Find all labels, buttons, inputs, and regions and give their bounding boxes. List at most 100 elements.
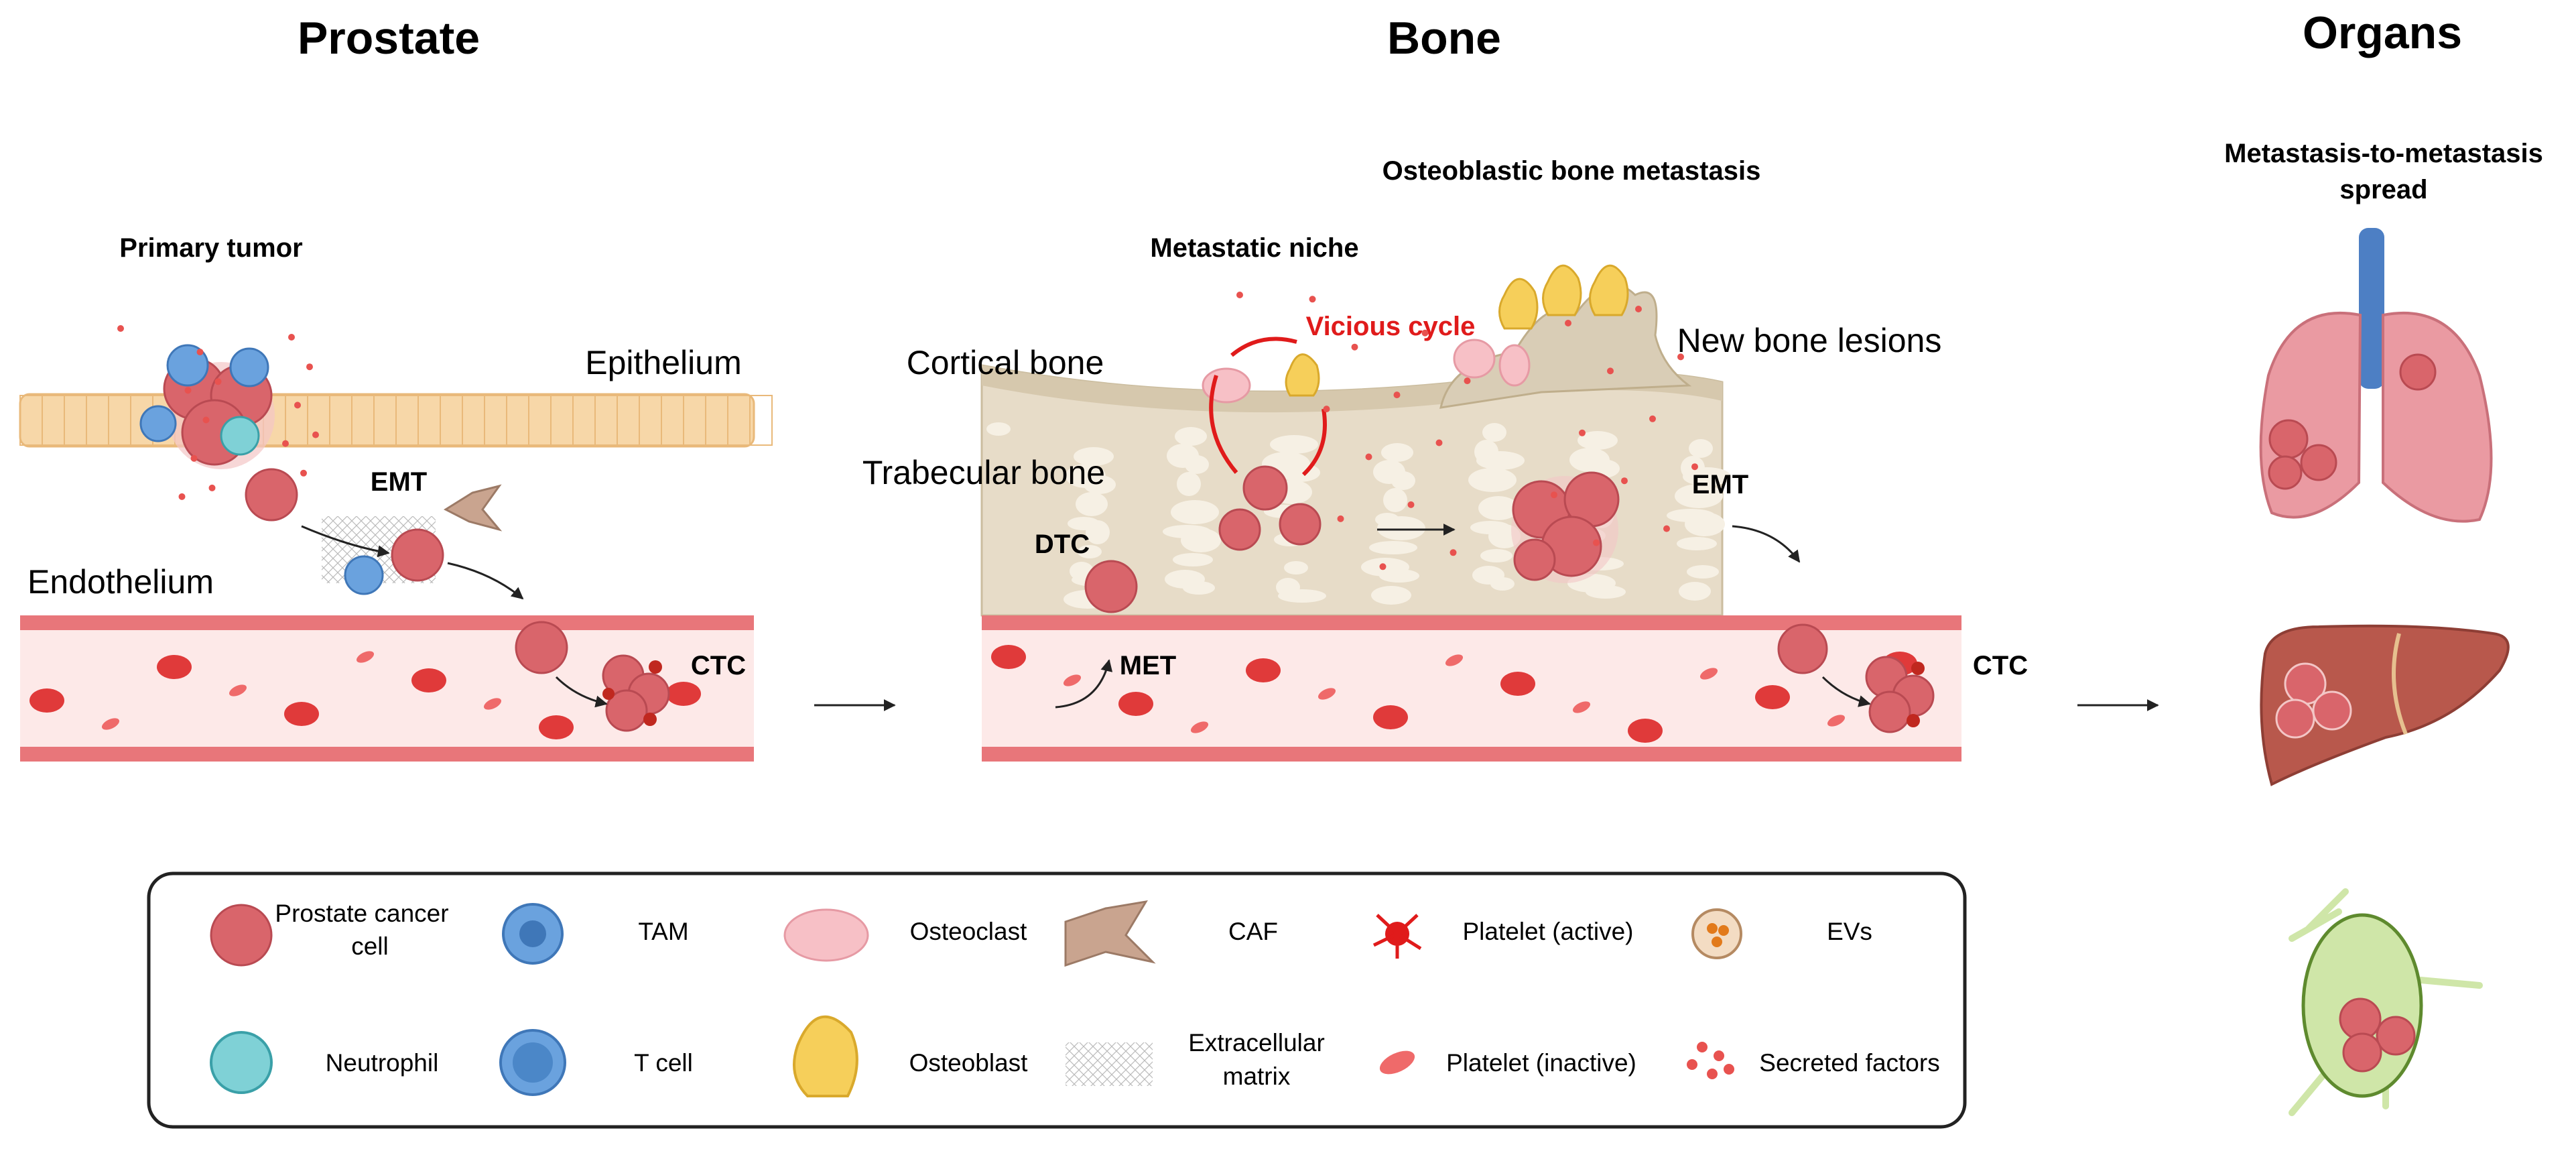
legend-item-neutrophil: Neutrophil [210, 1031, 439, 1094]
prostate-ctc-label: CTC [691, 651, 746, 680]
legend-label: cell [351, 932, 389, 960]
osteoblast [1285, 353, 1320, 397]
bone-secreted-factor-dots [1236, 292, 1698, 570]
secreted-factor [1649, 415, 1656, 422]
legend-label: Secreted factors [1759, 1049, 1939, 1077]
trabecular-pore [1171, 500, 1219, 524]
trabecular-pore [1569, 448, 1610, 472]
trabecular-pore [1470, 521, 1510, 534]
trabecular-pore [1383, 488, 1407, 512]
legend-item-osteoblast: Osteoblast [793, 1015, 1028, 1097]
red-blood-cell [1628, 719, 1663, 743]
trabecular-pore [1284, 561, 1308, 574]
secreted-factor [190, 455, 198, 462]
liver-organ [2260, 624, 2510, 786]
intravasating-cell [515, 621, 568, 674]
red-blood-cell [991, 645, 1026, 669]
trabecular-pore [1381, 443, 1413, 462]
epithelium-label: Epithelium [585, 344, 741, 381]
legend-label: Platelet (inactive) [1446, 1049, 1636, 1077]
trabecular-pore [1076, 492, 1108, 516]
trabecular-pore [1068, 517, 1100, 530]
new-bone-lesions-label: New bone lesions [1677, 322, 1942, 359]
secreted-factor [1450, 549, 1457, 556]
legend-item-secreted-factors: Secreted factors [1687, 1042, 1940, 1079]
bone-blood-vessel [982, 615, 1961, 762]
legend-item-osteoclast: Osteoclast [783, 908, 1028, 962]
secreted-factor [1421, 329, 1429, 337]
trabecular-pore [1371, 586, 1411, 605]
secreted-factor-dots [117, 325, 319, 500]
platelet-inactive [1445, 654, 1464, 666]
legend-label: Osteoclast [910, 918, 1028, 945]
secreted-factor [1379, 563, 1387, 570]
vicious-cycle-label: Vicious cycle [1306, 312, 1476, 341]
red-blood-cell [539, 715, 574, 739]
platelet-inactive [1572, 701, 1591, 713]
trabecular-pore [1165, 570, 1205, 589]
trabecular-pore [1675, 484, 1723, 508]
trabecular-pore [1173, 553, 1213, 566]
legend-item-platelet-active: Platelet (active) [1372, 914, 1634, 959]
secreted-factor [1393, 391, 1401, 399]
primary-tumor-cluster [139, 344, 275, 469]
vicious-cycle-arc-right [1301, 408, 1327, 477]
ctc-cluster [602, 654, 670, 732]
lymph-node-organ [2289, 888, 2483, 1116]
prostate-title: Prostate [298, 13, 480, 64]
legend-item-extracellular-matrix: Extracellular matrix [1066, 1029, 1325, 1090]
trabecular-pore [1677, 537, 1717, 550]
secreted-factor [1435, 439, 1443, 446]
primary-tumor-label: Primary tumor [119, 233, 302, 263]
tam-cell [344, 555, 384, 595]
platelet-inactive [483, 698, 502, 710]
trabecular-pore [1689, 439, 1713, 458]
red-blood-cell [1373, 705, 1408, 729]
trabecular-pore [1066, 464, 1106, 488]
dtc-cell [1084, 560, 1138, 613]
secreted-factor [1677, 353, 1684, 361]
trabecular-pore [1163, 525, 1211, 538]
intravasating-cell [1777, 623, 1828, 674]
legend-label: Neutrophil [326, 1049, 439, 1077]
organs-title: Organs [2303, 7, 2462, 58]
trabecular-pore [1078, 545, 1102, 558]
secreted-factor [1593, 539, 1600, 546]
platelet-inactive [101, 718, 120, 730]
platelet-inactive [1190, 721, 1209, 733]
trabecular-pore [1482, 423, 1506, 442]
cortical-bone-label: Cortical bone [907, 344, 1104, 381]
secreted-factor [1236, 292, 1243, 298]
secreted-factor [312, 431, 319, 438]
trabecular-pore [1276, 578, 1300, 597]
red-blood-cell [1118, 692, 1153, 716]
legend-label: Extracellular [1188, 1029, 1325, 1056]
trabecular-bone-label: Trabecular bone [862, 454, 1105, 491]
secreted-factor [1691, 463, 1698, 471]
legend-label: T cell [634, 1049, 693, 1077]
red-blood-cell [29, 688, 64, 713]
platelet-inactive [356, 651, 375, 663]
trabecular-pore [1369, 541, 1417, 554]
secreted-factor [1621, 477, 1628, 485]
legend-label: CAF [1228, 918, 1278, 945]
osteoblastic-title: Osteoblastic bone metastasis [1382, 156, 1761, 186]
legend-label: matrix [1223, 1063, 1291, 1090]
secreted-factor [202, 416, 210, 424]
secreted-factor [306, 363, 313, 371]
osteoblast-group [1498, 264, 1629, 330]
vicious-cycle-arc-left [1209, 375, 1238, 474]
secreted-factor [1351, 343, 1358, 351]
organs-panel: Metastasis-to-metastasis spread [2224, 139, 2543, 1116]
organs-subtitle-line2: spread [2339, 175, 2427, 204]
secreted-factor [288, 334, 295, 341]
platelet-inactive [1827, 715, 1846, 727]
trabecular-pore [1270, 435, 1318, 454]
cancer-cell [391, 528, 444, 582]
trabecular-pore [1480, 549, 1512, 562]
secreted-factor [117, 325, 124, 332]
bone-ctc-label: CTC [1973, 651, 2028, 680]
trabecular-pore [1478, 496, 1519, 520]
legend-item-evs: EVs [1691, 908, 1872, 959]
secreted-factor [1607, 367, 1614, 375]
